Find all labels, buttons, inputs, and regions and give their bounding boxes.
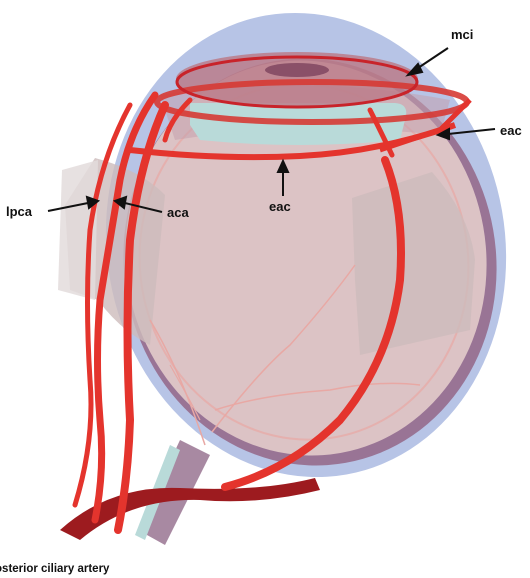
label-eac-right: eac <box>500 123 522 138</box>
pupil <box>265 63 329 77</box>
lens <box>176 52 418 106</box>
label-lpca: lpca <box>6 204 32 219</box>
label-posterior-ciliary-artery: posterior ciliary artery <box>0 563 109 575</box>
label-eac-center: eac <box>269 199 291 214</box>
label-aca: aca <box>167 205 189 220</box>
label-mci: mci <box>451 27 473 42</box>
